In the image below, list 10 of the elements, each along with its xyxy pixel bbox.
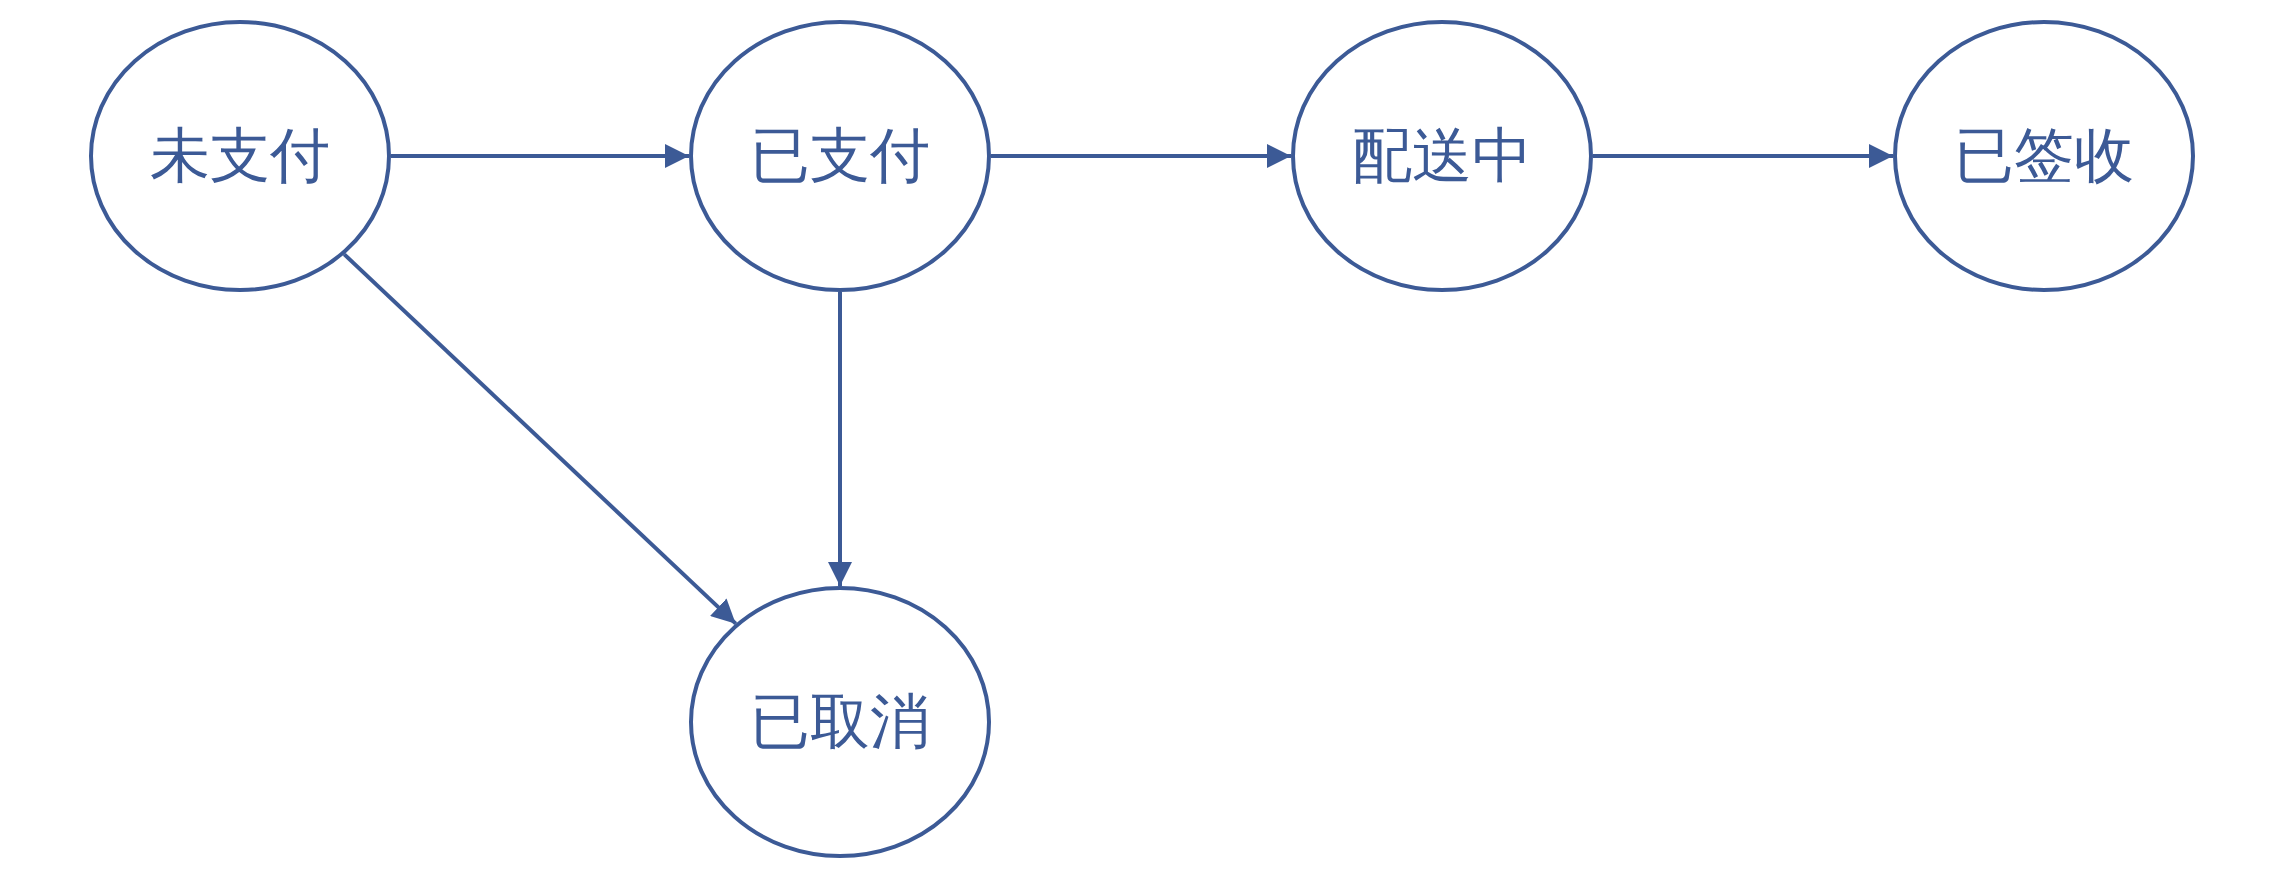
state-label: 已签收 [1954, 118, 2134, 192]
arrow [991, 144, 1291, 168]
state-label: 配送中 [1352, 118, 1532, 192]
arrow [391, 144, 689, 168]
state-label: 已支付 [750, 118, 930, 192]
arrow [1593, 144, 1893, 168]
state-label: 已取消 [750, 684, 930, 758]
state-label: 未支付 [150, 118, 330, 192]
arrow [828, 292, 852, 586]
arrow [342, 252, 738, 626]
